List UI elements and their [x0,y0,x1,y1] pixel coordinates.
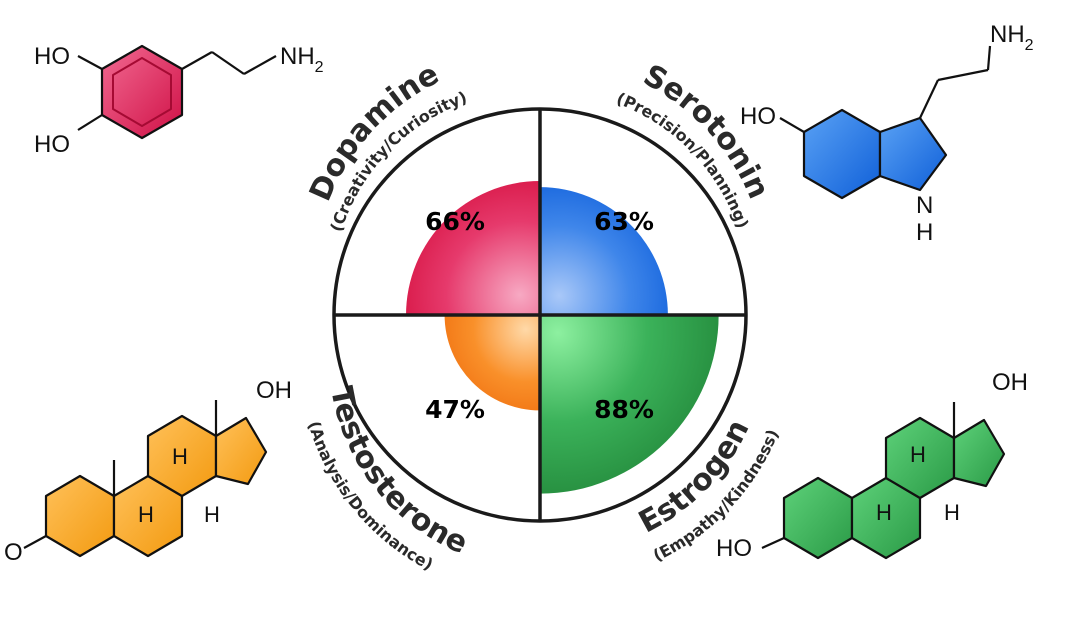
estrogen-percent: 88% [594,395,654,424]
estrogen-wedge [540,315,719,494]
quadrant-frame [332,107,748,523]
testosterone-h3: H [204,502,220,527]
serotonin-title: Serotonin [638,58,776,204]
estrogen-h2: H [876,500,892,525]
estrogen-oh: OH [992,369,1028,396]
estrogen-ho: HO [716,535,752,562]
estrogen-h3: H [944,500,960,525]
testosterone-o: O [4,539,23,566]
dopamine-percent: 66% [425,207,485,236]
serotonin-nh2: NH2 [990,21,1034,54]
dopamine-nh2: NH2 [280,43,324,76]
testosterone-wedge [444,315,540,411]
dopamine-ho-bottom: HO [34,131,70,158]
estrogen-molecule [761,402,1006,560]
testosterone-percent: 47% [425,395,485,424]
quadrant-fills [406,181,719,494]
serotonin-molecule [779,45,992,200]
serotonin-wedge [540,187,668,315]
testosterone-h2: H [138,502,154,527]
estrogen-h1: H [910,442,926,467]
serotonin-ho: HO [740,103,776,130]
dopamine-title: Dopamine [303,57,445,207]
serotonin-percent: 63% [594,207,654,236]
serotonin-h: H [916,219,933,246]
serotonin-n: N [916,192,933,219]
dopamine-wedge [406,181,540,315]
testosterone-oh: OH [256,377,292,404]
dopamine-ho-top: HO [34,43,70,70]
testosterone-molecule [23,400,268,558]
testosterone-h1: H [172,444,188,469]
dopamine-molecule [77,44,277,140]
